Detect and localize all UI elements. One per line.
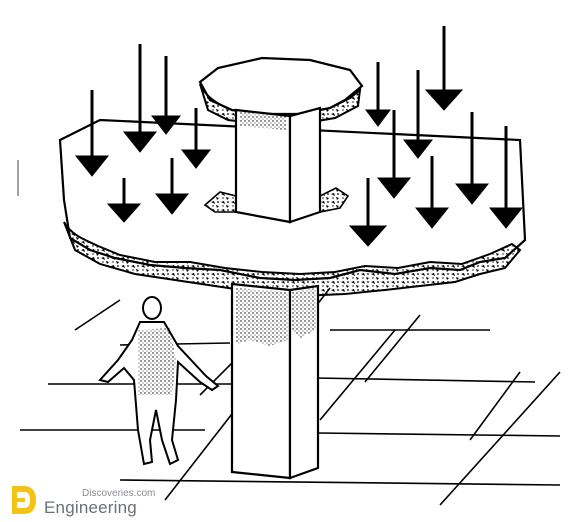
load-arrow-icon [424, 26, 464, 111]
load-arrows [74, 26, 524, 247]
watermark-title: Engineering [44, 498, 137, 517]
load-arrow-icon [106, 178, 142, 223]
load-arrow-icon [74, 90, 110, 177]
load-arrow-icon [365, 62, 391, 127]
load-arrow-icon [180, 108, 212, 169]
watermark: Discoveries.com Engineering [8, 482, 155, 516]
person-figure [98, 296, 220, 466]
load-arrow-icon [348, 178, 388, 247]
load-arrow-icon [488, 126, 524, 229]
upper-column [203, 106, 350, 224]
engineering-logo-icon [12, 486, 36, 514]
load-arrow-icon [122, 44, 158, 153]
load-arrow-icon [150, 56, 182, 135]
load-arrow-icon [154, 158, 190, 215]
load-arrow-icon [414, 156, 450, 229]
load-arrow-icon [454, 112, 490, 205]
lower-column [230, 282, 320, 480]
load-arrow-icon [402, 70, 434, 159]
watermark-site: Discoveries.com [82, 488, 156, 499]
load-arrow-icon [376, 110, 412, 199]
